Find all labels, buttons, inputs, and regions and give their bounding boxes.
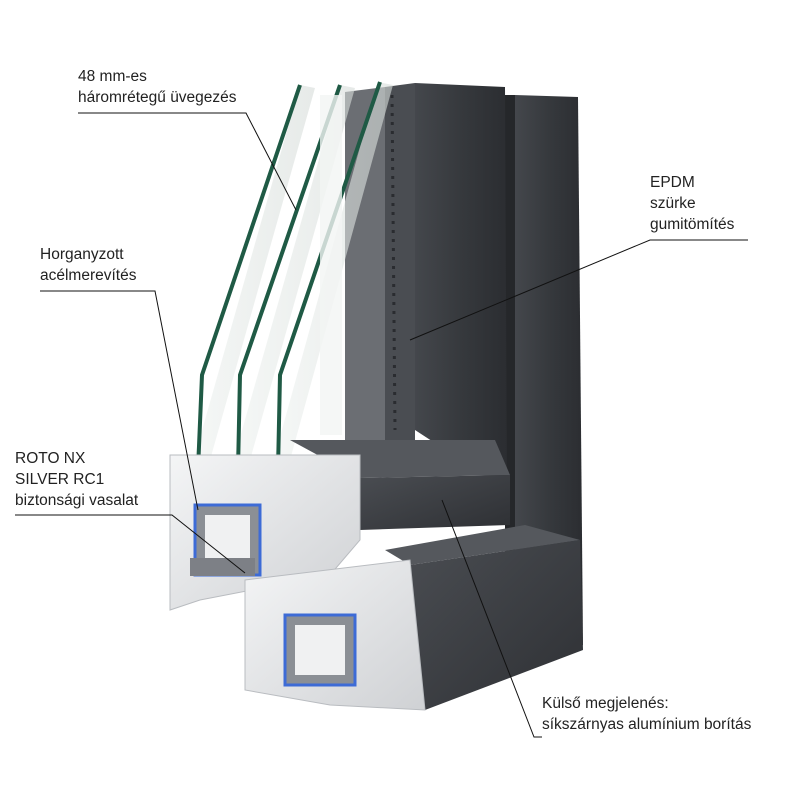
glass-edge-3 [276, 81, 382, 471]
label-exterior-line2: síkszárnyas alumínium borítás [542, 716, 752, 733]
leader-lines [15, 112, 748, 738]
frame-bottom-top-face [385, 525, 580, 565]
frame-bottom-front [410, 540, 583, 710]
label-hardware-line3: biztonsági vasalat [15, 492, 139, 509]
glass-edge-2 [236, 84, 342, 471]
sash-bottom-front [360, 475, 510, 530]
frame-chamber [295, 625, 345, 675]
sash-vertical-front [415, 83, 507, 490]
leader-gasket [409, 239, 748, 341]
sash-vertical [345, 83, 507, 490]
label-glazing-line2: háromrétegű üvegezés [78, 89, 237, 106]
label-hardware: ROTO NX SILVER RC1 biztonsági vasalat [15, 448, 138, 511]
label-steel-line2: acélmerevítés [40, 267, 137, 284]
glass-light-band [320, 95, 342, 435]
frame-bottom [244, 525, 583, 711]
sash-pvc-profile [169, 454, 361, 611]
leader-hardware [15, 514, 246, 574]
label-hardware-line1: ROTO NX [15, 450, 86, 467]
label-steel-line1: Horganyzott [40, 246, 124, 263]
glass-pane-inner [195, 85, 315, 460]
sash-vertical-inner [385, 83, 415, 440]
leader-glazing [78, 112, 297, 211]
label-gasket: EPDM szürke gumitömítés [650, 172, 734, 235]
sash-chamber [205, 515, 250, 565]
label-hardware-line2: SILVER RC1 [15, 471, 105, 488]
outer-frame-front [515, 95, 583, 655]
label-gasket-line1: EPDM [650, 174, 695, 191]
label-exterior-line1: Külső megjelenés: [542, 695, 669, 712]
label-glazing: 48 mm-es háromrétegű üvegezés [78, 66, 237, 108]
triple-glazing [195, 81, 393, 471]
hardware-groove [190, 558, 255, 576]
glass-edge-1 [196, 84, 302, 471]
outer-frame [505, 95, 583, 655]
gasket-line [390, 94, 397, 431]
label-glazing-line1: 48 mm-es [78, 68, 147, 85]
label-gasket-line2: szürke [650, 195, 696, 212]
label-exterior: Külső megjelenés: síkszárnyas alumínium … [542, 693, 751, 735]
leader-steel [40, 290, 199, 511]
label-steel: Horganyzott acélmerevítés [40, 244, 136, 286]
leader-exterior [441, 499, 542, 738]
label-gasket-line3: gumitömítés [650, 216, 735, 233]
